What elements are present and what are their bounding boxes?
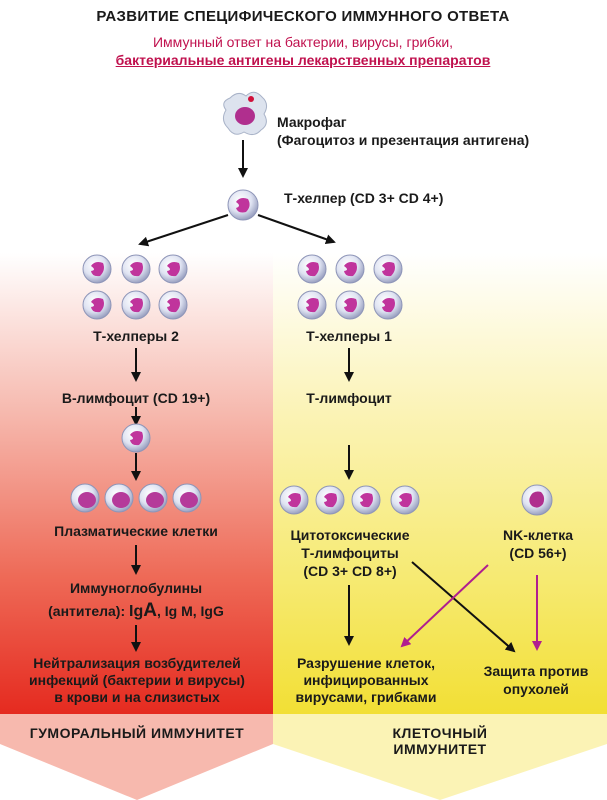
plasma-cell: [70, 483, 100, 513]
th2-cell: [82, 254, 112, 284]
ig-m: Ig M,: [164, 603, 197, 619]
t-helper-label: Т-хелпер (CD 3+ CD 4+): [284, 190, 444, 206]
subtitle-line-2: бактериальные антигены лекарственных пре…: [115, 52, 491, 68]
th2-label: Т-хелперы 2: [93, 328, 179, 344]
th1-cell: [335, 290, 365, 320]
page-title: РАЗВИТИЕ СПЕЦИФИЧЕСКОГО ИММУННОГО ОТВЕТА: [96, 8, 510, 25]
th2-cell: [121, 254, 151, 284]
th1-cell: [297, 290, 327, 320]
th1-cell: [297, 254, 327, 284]
th1-cell: [373, 254, 403, 284]
nk-label-line1: NK-клетка: [502, 527, 574, 543]
ig-a-prefix: Ig: [129, 603, 144, 620]
plasma-label: Плазматические клетки: [54, 523, 218, 539]
th1-cell: [335, 254, 365, 284]
ctl-cells: [279, 485, 420, 515]
plasma-cells: [70, 483, 202, 513]
neutralization-line3: в крови и на слизистых: [54, 689, 220, 705]
ig-a: A: [143, 600, 157, 621]
cellular-banner: [273, 714, 607, 800]
b-cell: [121, 423, 151, 453]
destruction-line1: Разрушение клеток,: [296, 655, 436, 671]
arrow-nk-to-destruction: [400, 564, 489, 648]
macrophage-label: Макрофаг: [277, 114, 347, 130]
b-cell-label: В-лимфоцит (CD 19+): [61, 390, 211, 406]
neutralization-line1: Нейтрализация возбудителей: [33, 655, 241, 671]
humoral-banner: [0, 714, 273, 800]
t-helper-cell: [227, 189, 259, 221]
th1-cell: [373, 290, 403, 320]
destruction-line3: вирусами, грибками: [295, 689, 437, 705]
tumor-line2: опухолей: [503, 681, 569, 697]
t-cell-label: Т-лимфоцит: [306, 390, 392, 406]
neutralization-line2: инфекций (бактерии и вирусы): [29, 672, 245, 688]
arrow-ctl-to-tumor: [411, 561, 516, 653]
ig-g: IgG: [200, 603, 224, 619]
ctl-label-line2: Т-лимфоциты: [301, 545, 399, 561]
arrow-to-th2: [138, 214, 229, 247]
th2-cell: [158, 290, 188, 320]
th2-cell: [121, 290, 151, 320]
th2-cell: [82, 290, 112, 320]
ig-sep: ,: [156, 603, 161, 619]
nk-label-line2: (CD 56+): [509, 545, 567, 561]
plasma-cell: [138, 483, 168, 513]
ctl-label-line3: (CD 3+ CD 8+): [303, 563, 397, 579]
th1-cells: [297, 254, 403, 320]
macrophage-icon: [222, 91, 268, 136]
ig-label-line1: Иммуноглобулины: [69, 580, 203, 596]
th2-cell: [158, 254, 188, 284]
macrophage-desc: (Фагоцитоз и презентация антигена): [277, 132, 530, 148]
ctl-cell: [351, 485, 381, 515]
ctl-label-line1: Цитотоксические: [290, 527, 410, 543]
cellular-panel: [273, 253, 607, 715]
ctl-cell: [315, 485, 345, 515]
nk-cell: [521, 484, 553, 516]
arrow-to-th1: [257, 214, 336, 245]
ctl-cell: [279, 485, 309, 515]
destruction-line2: инфицированных: [303, 672, 429, 688]
ig-prefix: (антитела):: [48, 603, 126, 619]
tumor-line1: Защита против: [483, 663, 589, 679]
subtitle-line-1: Иммунный ответ на бактерии, вирусы, гриб…: [152, 34, 454, 50]
ig-label-line2: (антитела): IgA, Ig M, IgG: [48, 600, 224, 623]
ctl-cell: [390, 485, 420, 515]
plasma-cell: [104, 483, 134, 513]
plasma-cell: [172, 483, 202, 513]
cellular-banner-label: КЛЕТОЧНЫЙ ИММУНИТЕТ: [392, 725, 488, 757]
th2-cells: [82, 254, 188, 320]
humoral-banner-label: ГУМОРАЛЬНЫЙ ИММУНИТЕТ: [29, 725, 245, 741]
th1-label: Т-хелперы 1: [306, 328, 392, 344]
